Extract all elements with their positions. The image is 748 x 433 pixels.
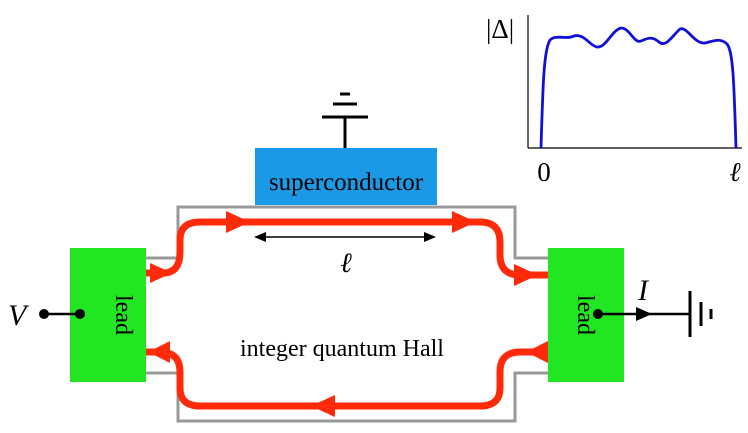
lead-left-label: lead xyxy=(110,295,136,335)
arrow-right-left-lead xyxy=(150,263,172,283)
edge-channel-top xyxy=(141,218,552,279)
arrow-right-top-2 xyxy=(452,211,476,233)
inset-tick-start: 0 xyxy=(537,157,551,187)
sample-label: integer quantum Hall xyxy=(240,336,444,362)
superconductor-label: superconductor xyxy=(269,169,424,196)
ground-symbol-right xyxy=(688,291,713,337)
inset-ylabel: |Δ| xyxy=(486,14,514,44)
arrow-left-right-lead xyxy=(526,341,548,363)
inset-tick-end: ℓ xyxy=(729,157,741,187)
arrow-right-top-1 xyxy=(226,211,250,233)
arrow-right-right-lead xyxy=(514,264,538,286)
voltage-wire xyxy=(39,309,85,319)
edge-channels xyxy=(141,218,552,410)
sample-outline xyxy=(145,205,548,423)
superconductor-block xyxy=(255,148,437,205)
length-indicator xyxy=(254,232,436,242)
length-label: ℓ xyxy=(340,248,352,279)
inset-plot: |Δ| 0 ℓ xyxy=(486,14,742,187)
edge-channel-bottom xyxy=(141,348,552,410)
inset-gap-curve xyxy=(539,26,738,149)
arrow-left-bottom xyxy=(311,395,335,417)
voltage-label: V xyxy=(8,299,30,332)
arrow-left-left-lead xyxy=(148,341,170,363)
edge-arrows xyxy=(148,211,548,417)
current-wire xyxy=(593,307,690,321)
current-label: I xyxy=(637,274,650,307)
